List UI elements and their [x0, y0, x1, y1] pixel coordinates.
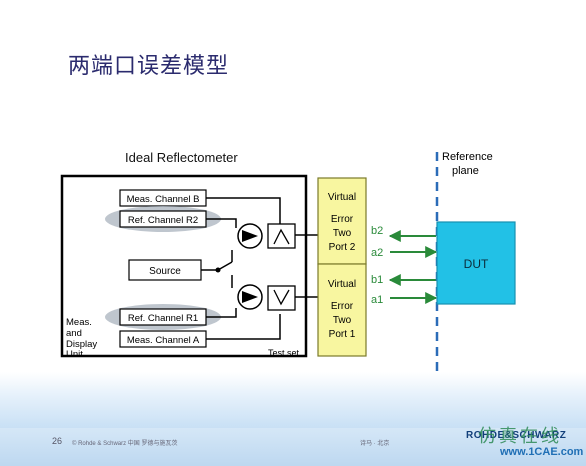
internal-wiring: [201, 197, 318, 340]
reference-plane-label-line-1: Reference: [442, 151, 493, 163]
ref-channel-r2-label: Ref. Channel R2: [128, 215, 198, 226]
source-label: Source: [149, 266, 181, 277]
coupler-port-1: [237, 284, 296, 311]
watermark-text: 仿真在线: [478, 426, 562, 447]
wave-label-b1: b1: [371, 274, 383, 286]
meas-channel-b-label: Meas. Channel B: [127, 194, 200, 205]
wave-label-b2: b2: [371, 225, 383, 237]
error-port-2-line-2: Error: [331, 214, 354, 225]
unit-label-line-4: Unit: [66, 349, 83, 360]
brand-logo: ROHDE&SCHWARZ: [466, 430, 567, 441]
ref-channel-r1-block: Ref. Channel R1: [105, 304, 221, 330]
ref-channel-r2-block: Ref. Channel R2: [105, 206, 221, 232]
error-port-1-line-2: Error: [331, 301, 354, 312]
watermark-url: www.1CAE.com: [500, 446, 584, 458]
unit-label-line-3: Display: [66, 339, 97, 350]
unit-label-line-1: Meas.: [66, 317, 92, 328]
error-port-2-line-4: Port 2: [329, 242, 356, 253]
reference-plane-label-line-2: plane: [452, 165, 479, 177]
ref-channel-r1-label: Ref. Channel R1: [128, 313, 198, 324]
wave-label-a2: a2: [371, 247, 383, 259]
test-set-label: Test set: [268, 348, 300, 358]
page-number: 26: [52, 436, 63, 446]
dut-label: DUT: [464, 257, 489, 271]
error-port-1-line-1: Virtual: [328, 279, 356, 290]
error-two-port-1: Virtual Error Two Port 1: [317, 263, 367, 357]
reflectometer-title: Ideal Reflectometer: [125, 150, 238, 165]
footer-bar: [0, 428, 586, 466]
meas-channel-b-block: Meas. Channel B: [119, 189, 207, 207]
error-port-1-line-4: Port 1: [329, 329, 356, 340]
coupler-port-2: [237, 223, 296, 249]
wave-label-a1: a1: [371, 294, 383, 306]
meas-channel-a-label: Meas. Channel A: [127, 335, 200, 346]
footer-note: 诗马 · 北京: [360, 441, 390, 447]
meas-channel-a-block: Meas. Channel A: [119, 330, 207, 348]
footer-copyright: © Rohde & Schwarz 中国 罗德与施瓦茨: [72, 441, 178, 447]
slide-title: 两端口误差模型: [68, 54, 230, 79]
unit-label-line-2: and: [66, 328, 82, 339]
dut-block: DUT: [436, 221, 516, 305]
error-port-2-line-1: Virtual: [328, 192, 356, 203]
error-port-2-line-3: Two: [333, 228, 352, 239]
error-two-port-2: Virtual Error Two Port 2: [317, 177, 367, 265]
switch-pivot: [215, 267, 221, 273]
error-port-1-line-3: Two: [333, 315, 352, 326]
source-block: Source: [128, 259, 202, 281]
